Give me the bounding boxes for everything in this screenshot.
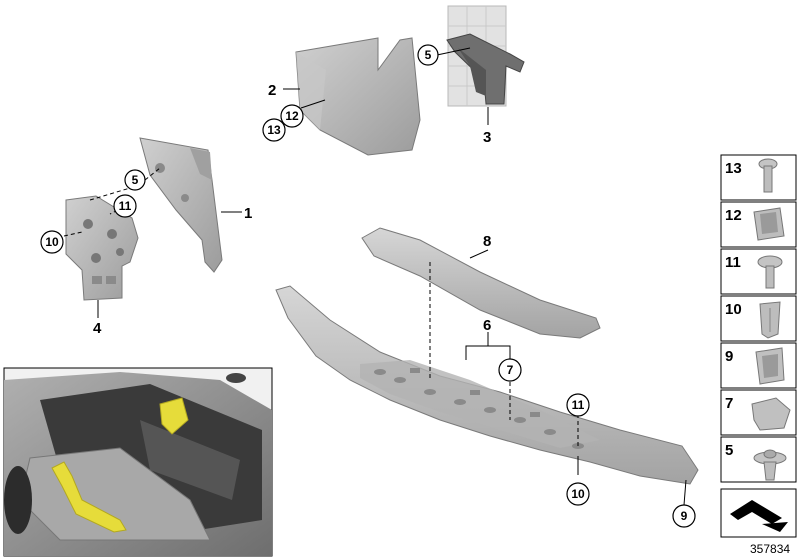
orientation-arrow-icon bbox=[730, 500, 788, 532]
callout-1: 1 bbox=[244, 205, 252, 222]
legend-label-11: 11 bbox=[725, 254, 741, 271]
part-6-sill-beam bbox=[275, 285, 699, 485]
callout-5-top: 5 bbox=[425, 48, 432, 62]
parts-legend: 13 12 11 10 9 7 bbox=[720, 154, 797, 538]
push-rivet-icon bbox=[753, 449, 787, 481]
callout-4: 4 bbox=[93, 320, 102, 337]
callout-8: 8 bbox=[483, 233, 491, 250]
callout-2: 2 bbox=[268, 82, 276, 99]
legend-box-10 bbox=[720, 295, 797, 342]
callout-7-circle bbox=[498, 358, 522, 382]
screw-icon bbox=[757, 255, 783, 289]
spring-clip-icon bbox=[755, 347, 785, 385]
part-4-bracket bbox=[65, 195, 139, 301]
part-1-pillar-trim bbox=[139, 137, 223, 273]
expanding-nut-icon bbox=[759, 301, 781, 339]
legend-label-9: 9 bbox=[725, 348, 733, 365]
callout-9: 9 bbox=[681, 509, 688, 523]
reference-number: 357834 bbox=[750, 542, 790, 556]
part-8-trim-bar bbox=[361, 227, 601, 339]
callout-11-left-circle bbox=[113, 194, 137, 218]
legend-box-11 bbox=[720, 248, 797, 295]
callout-10-left: 10 bbox=[45, 235, 59, 249]
callout-12-circle bbox=[280, 104, 304, 128]
callout-7: 7 bbox=[507, 363, 514, 377]
clip-nut-icon bbox=[753, 207, 785, 241]
callout-12: 12 bbox=[285, 109, 299, 123]
callout-11-left: 11 bbox=[119, 199, 132, 213]
callout-11-right-circle bbox=[566, 393, 590, 417]
legend-label-5: 5 bbox=[725, 442, 733, 459]
callout-13: 13 bbox=[267, 123, 281, 137]
legend-box-13 bbox=[720, 154, 797, 201]
legend-label-10: 10 bbox=[725, 301, 742, 318]
part-3-bracket bbox=[446, 5, 525, 107]
callout-10-left-circle bbox=[40, 230, 64, 254]
car-inset bbox=[3, 367, 273, 557]
callout-6: 6 bbox=[483, 317, 491, 334]
legend-label-13: 13 bbox=[725, 160, 742, 177]
callout-5-left: 5 bbox=[132, 173, 139, 187]
callout-10-right-circle bbox=[566, 482, 590, 506]
callout-10-right: 10 bbox=[571, 487, 585, 501]
callout-11-right: 11 bbox=[572, 398, 585, 412]
callout-3: 3 bbox=[483, 129, 491, 146]
callout-5-top-circle bbox=[417, 44, 439, 66]
legend-label-12: 12 bbox=[725, 207, 742, 224]
legend-label-7: 7 bbox=[725, 395, 733, 412]
callouts: 2 12 13 5 3 5 11 10 1 4 8 6 7 11 10 9 bbox=[40, 44, 696, 528]
callout-5-left-circle bbox=[124, 169, 146, 191]
part-2-trim-panel bbox=[295, 37, 421, 156]
screw-icon bbox=[758, 158, 778, 193]
callout-9-circle bbox=[672, 504, 696, 528]
clamp-icon bbox=[751, 397, 791, 431]
callout-13-circle bbox=[262, 118, 286, 142]
